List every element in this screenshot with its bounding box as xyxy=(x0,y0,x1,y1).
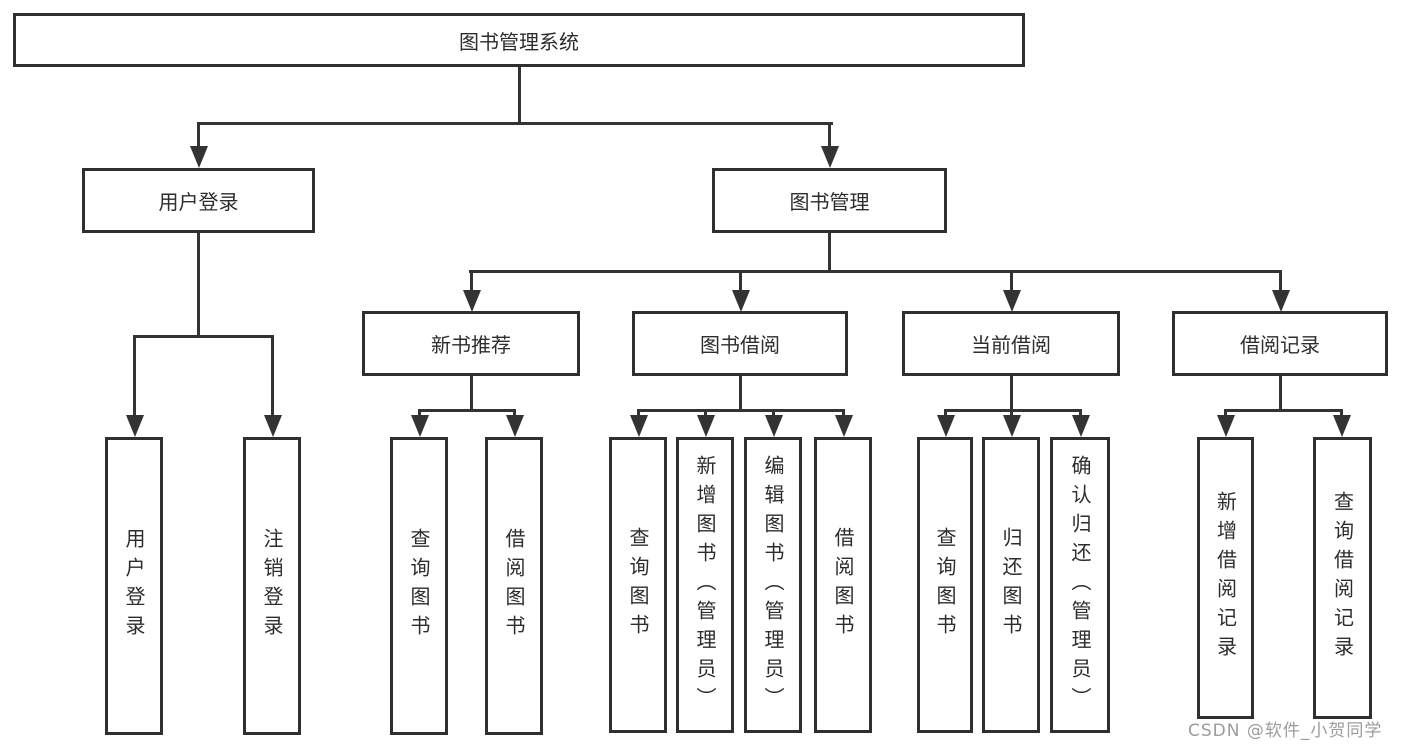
edge-book-borrow-stem xyxy=(739,376,742,409)
edge-arrow-to-leaf-current-confirm xyxy=(1071,409,1090,437)
leaf-user-login: 用户登录 xyxy=(105,437,163,735)
node-user-login: 用户登录 xyxy=(82,168,315,233)
node-root-label: 图书管理系统 xyxy=(459,29,579,54)
edge-borrow-records-bar xyxy=(1224,409,1342,412)
edge-book-management-stem xyxy=(828,233,831,270)
leaf-borrow-query: 查询图书 xyxy=(609,437,667,733)
leaf-borrow-book-label: 借阅图书 xyxy=(831,527,855,643)
edge-new-book-bar xyxy=(418,409,516,412)
edge-book-borrow-bar xyxy=(637,409,845,412)
leaf-record-add-label: 新增借阅记录 xyxy=(1213,491,1238,665)
edge-user-login-stem xyxy=(197,233,200,335)
edge-arrow-to-leaf-borrow-query xyxy=(629,409,648,437)
node-book-borrow-label: 图书借阅 xyxy=(700,333,780,357)
leaf-current-query-label: 查询图书 xyxy=(933,527,957,643)
leaf-newbook-borrow-label: 借阅图书 xyxy=(502,528,526,644)
edge-arrow-to-new-book-recommend xyxy=(462,270,481,312)
edge-arrow-to-leaf-user-login xyxy=(125,335,144,437)
node-borrow-records: 借阅记录 xyxy=(1172,311,1388,376)
edge-arrow-to-leaf-newbook-query xyxy=(410,409,429,437)
edge-arrow-to-leaf-current-return xyxy=(1002,409,1021,437)
node-book-management: 图书管理 xyxy=(712,168,947,233)
csdn-watermark: CSDN @软件_小贺同学 xyxy=(1188,721,1383,741)
edge-arrow-to-borrow-records xyxy=(1271,270,1290,312)
leaf-logout: 注销登录 xyxy=(243,437,301,735)
leaf-current-confirm-label: 确认归还（管理员） xyxy=(1068,454,1092,716)
leaf-newbook-borrow: 借阅图书 xyxy=(485,437,543,735)
edge-root-bar xyxy=(197,122,833,125)
leaf-current-return-label: 归还图书 xyxy=(999,527,1023,643)
leaf-borrow-query-label: 查询图书 xyxy=(626,527,650,643)
edge-arrow-to-book-borrow xyxy=(731,270,750,312)
edge-arrow-to-user-login xyxy=(189,122,208,168)
node-borrow-records-label: 借阅记录 xyxy=(1240,333,1320,357)
node-user-login-label: 用户登录 xyxy=(158,190,239,214)
leaf-borrow-book: 借阅图书 xyxy=(814,437,872,733)
edge-new-book-stem xyxy=(470,376,473,409)
edge-borrow-records-stem xyxy=(1279,376,1282,409)
leaf-borrow-add: 新增图书（管理员） xyxy=(676,437,734,733)
leaf-logout-label: 注销登录 xyxy=(260,528,284,644)
leaf-record-query: 查询借阅记录 xyxy=(1313,437,1372,719)
edge-arrow-to-leaf-borrow-edit xyxy=(764,409,783,437)
edge-arrow-to-leaf-current-query xyxy=(936,409,955,437)
edge-arrow-to-leaf-record-add xyxy=(1216,409,1235,437)
edge-arrow-to-current-borrow xyxy=(1002,270,1021,312)
edge-arrow-to-leaf-borrow-add xyxy=(696,409,715,437)
node-new-book-recommend: 新书推荐 xyxy=(362,311,580,376)
leaf-borrow-edit: 编辑图书（管理员） xyxy=(744,437,802,733)
edge-user-login-bar xyxy=(133,335,273,338)
leaf-user-login-label: 用户登录 xyxy=(122,528,146,644)
edge-arrow-to-leaf-logout xyxy=(263,335,282,437)
node-root: 图书管理系统 xyxy=(13,13,1025,67)
leaf-record-query-label: 查询借阅记录 xyxy=(1330,491,1355,665)
edge-arrow-to-leaf-borrow-book xyxy=(834,409,853,437)
edge-book-management-bar xyxy=(469,270,1282,273)
leaf-current-confirm: 确认归还（管理员） xyxy=(1050,437,1110,733)
edge-arrow-to-leaf-record-query xyxy=(1332,409,1351,437)
node-book-borrow: 图书借阅 xyxy=(632,311,848,376)
node-current-borrow: 当前借阅 xyxy=(902,311,1120,376)
leaf-newbook-query-label: 查询图书 xyxy=(407,528,431,644)
leaf-borrow-add-label: 新增图书（管理员） xyxy=(693,454,717,716)
edge-current-borrow-stem xyxy=(1010,376,1013,409)
leaf-borrow-edit-label: 编辑图书（管理员） xyxy=(761,454,785,716)
node-current-borrow-label: 当前借阅 xyxy=(971,333,1051,357)
node-new-book-recommend-label: 新书推荐 xyxy=(431,333,511,357)
leaf-current-return: 归还图书 xyxy=(982,437,1040,733)
leaf-newbook-query: 查询图书 xyxy=(390,437,448,735)
leaf-current-query: 查询图书 xyxy=(917,437,973,733)
edge-root-stem xyxy=(518,67,521,122)
edge-arrow-to-book-management xyxy=(820,122,839,168)
leaf-record-add: 新增借阅记录 xyxy=(1197,437,1254,719)
edge-arrow-to-leaf-newbook-borrow xyxy=(505,409,524,437)
node-book-management-label: 图书管理 xyxy=(789,190,870,214)
